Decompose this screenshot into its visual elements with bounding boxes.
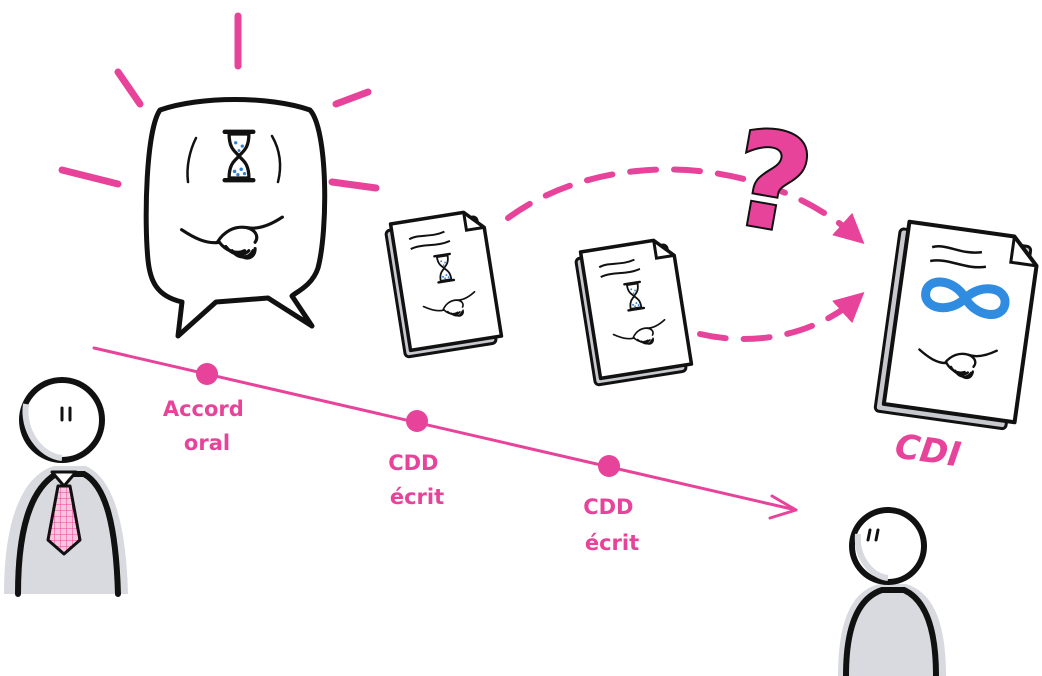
stage-label-line: CDD bbox=[388, 451, 438, 475]
timeline-marker bbox=[598, 455, 620, 477]
emphasis-rays bbox=[58, 12, 380, 192]
cdi-label: CDI bbox=[892, 427, 963, 476]
person-icon bbox=[4, 377, 128, 597]
timeline: Accord oral CDD écrit CDD écrit bbox=[92, 346, 798, 555]
transition-arrows bbox=[505, 166, 865, 342]
contract-document-icon bbox=[574, 238, 694, 387]
timeline-stage: CDD écrit bbox=[388, 410, 446, 509]
stage-label-line: Accord bbox=[163, 397, 244, 421]
timeline-stage: CDD écrit bbox=[583, 455, 641, 555]
speech-bubble-icon bbox=[143, 97, 328, 339]
contract-document-icon bbox=[384, 210, 504, 359]
stage-label-line: CDD bbox=[583, 495, 633, 519]
person-icon bbox=[838, 507, 946, 676]
svg-text:CDD écrit: CDD écrit bbox=[583, 495, 641, 555]
infinity-icon bbox=[921, 277, 1010, 319]
svg-text:CDD écrit: CDD écrit bbox=[388, 451, 446, 509]
question-mark: ? bbox=[720, 100, 822, 265]
timeline-marker bbox=[196, 363, 218, 385]
timeline-stage: Accord oral bbox=[163, 363, 251, 455]
stage-label-line: écrit bbox=[585, 531, 639, 555]
timeline-marker bbox=[406, 410, 428, 432]
cdi-document-icon bbox=[873, 219, 1039, 431]
svg-text:Accord oral: Accord oral bbox=[163, 397, 251, 455]
stage-label-line: écrit bbox=[390, 485, 444, 509]
stage-label-line: oral bbox=[184, 431, 230, 455]
